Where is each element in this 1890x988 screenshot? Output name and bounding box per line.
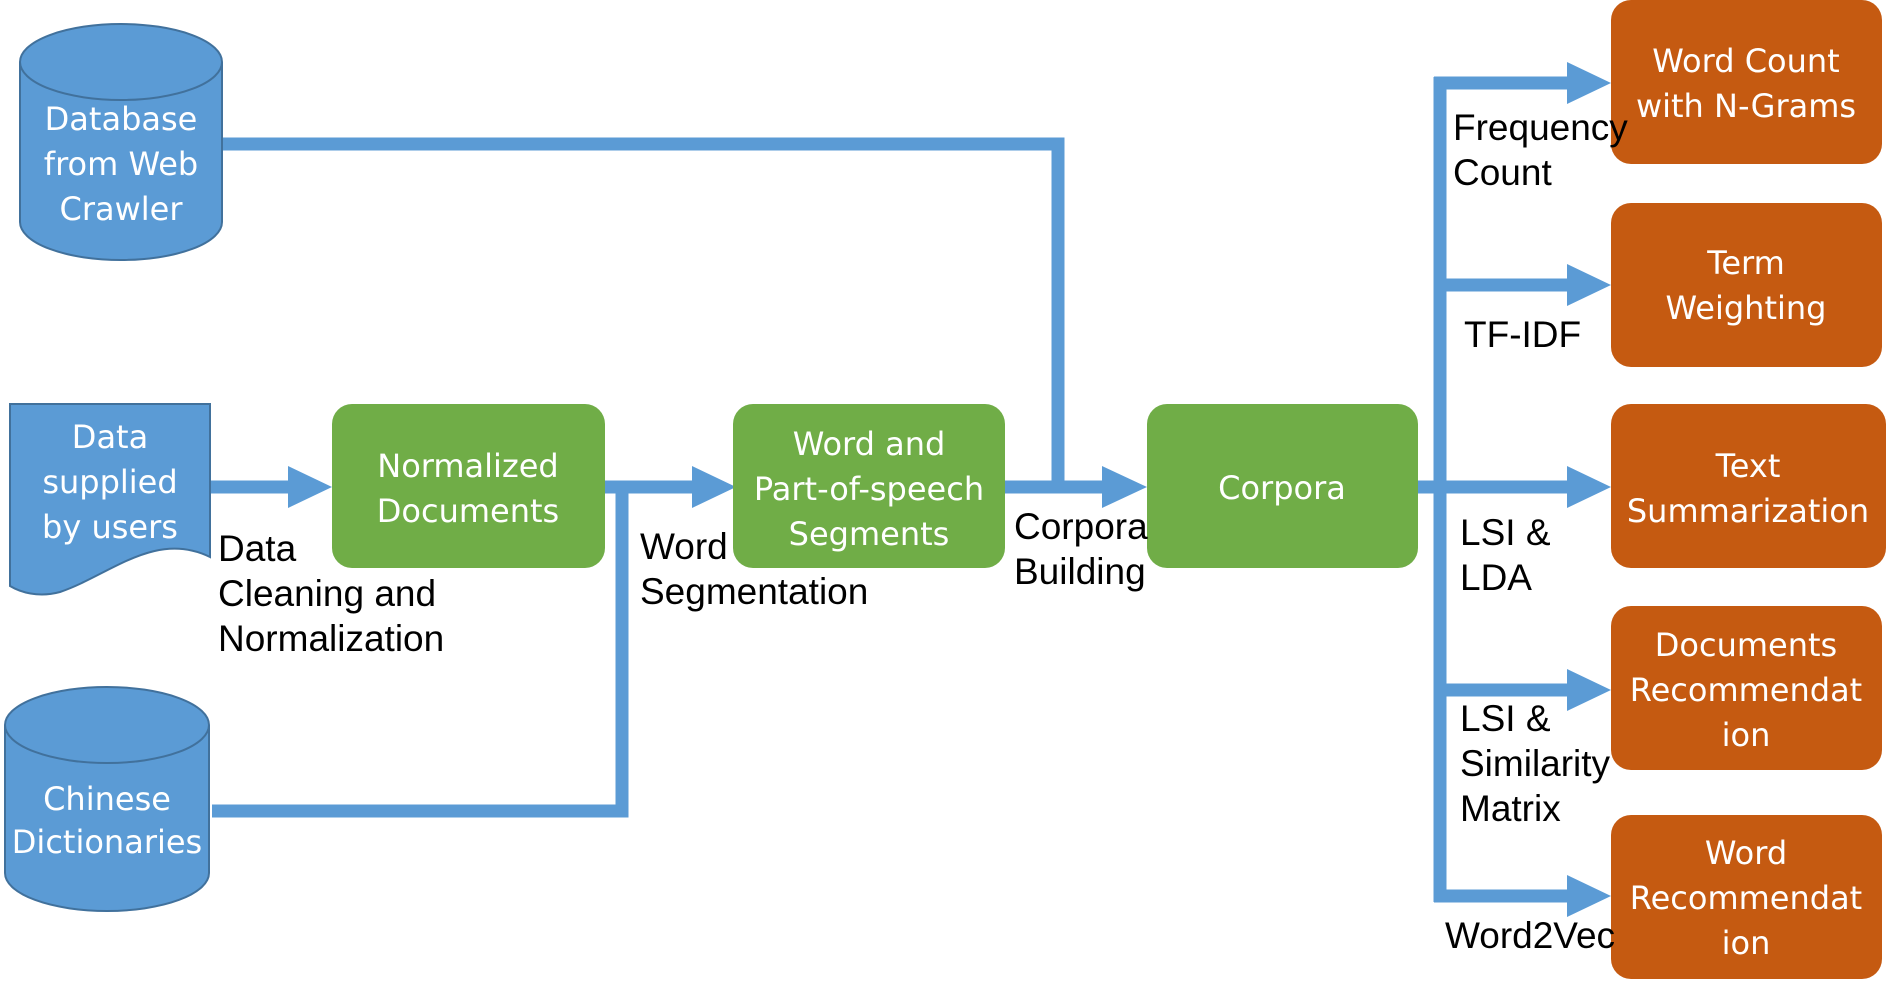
process-word-pos-segments: Word and Part-of-speech Segments [733, 404, 1005, 568]
arrowhead-word-recommendation [1567, 875, 1611, 917]
edge-label-lsi-similarity-line-3: Matrix [1460, 788, 1561, 829]
term-weighting-box [1611, 203, 1882, 367]
database-crawler-line-2: from Web [44, 145, 198, 183]
edge-label-cleaning-line-1: Data [218, 528, 297, 569]
database-cylinder-top-rim [19, 61, 223, 101]
word-count-box [1611, 0, 1882, 164]
source-database-crawler: Database from Web Crawler [19, 23, 223, 261]
database-cylinder-icon [19, 23, 223, 261]
process-normalized-documents: Normalized Documents [332, 404, 605, 568]
edge-label-cleaning-line-2: Cleaning and [218, 573, 436, 614]
corpora-label: Corpora [1218, 469, 1346, 507]
edge-label-cleaning-line-3: Normalization [218, 618, 444, 659]
edge-label-corpora-building-line-1: Corpora [1014, 506, 1148, 547]
arrowhead-term-weighting [1567, 264, 1611, 306]
source-user-data: Data supplied by users [9, 403, 211, 596]
output-term-weighting: Term Weighting [1611, 203, 1882, 367]
arrowheads [288, 62, 1611, 917]
output-documents-recommendation: Documents Recommendat ion [1611, 606, 1882, 770]
arrowhead-corpora [1102, 466, 1147, 508]
process-corpora: Corpora [1147, 404, 1418, 568]
word-pos-segments-box [733, 404, 1005, 568]
edge-label-lsi-lda-line-2: LDA [1460, 557, 1532, 598]
edge-label-lsi-similarity-line-1: LSI & [1460, 698, 1551, 739]
output-word-recommendation: Word Recommendat ion [1611, 815, 1882, 979]
word-count-line-2: with N-Grams [1636, 87, 1856, 125]
documents-recommendation-line-3: ion [1722, 716, 1771, 754]
documents-recommendation-line-1: Documents [1655, 626, 1837, 664]
dictionary-cylinder-top-rim [4, 724, 210, 764]
edge-label-frequency-line-1: Frequency [1453, 107, 1628, 148]
word-recommendation-box [1611, 815, 1882, 979]
arrowhead-summarization [1567, 466, 1611, 508]
connector-dictionaries-to-segments [212, 487, 629, 818]
database-crawler-line-3: Crawler [59, 190, 183, 228]
text-summarization-line-2: Summarization [1627, 492, 1869, 530]
word-recommendation-line-2: Recommendat [1630, 879, 1862, 917]
arrowhead-word-count [1567, 62, 1611, 104]
output-text-summarization: Text Summarization [1611, 404, 1886, 568]
dictionaries-line-2: Dictionaries [12, 823, 202, 861]
word-pos-segments-line-3: Segments [789, 515, 950, 553]
term-weighting-line-2: Weighting [1666, 289, 1827, 327]
normalized-documents-box [332, 404, 605, 568]
term-weighting-line-1: Term [1706, 244, 1785, 282]
dictionaries-line-1: Chinese [43, 780, 171, 818]
text-summarization-box [1611, 404, 1886, 568]
word-recommendation-line-1: Word [1705, 834, 1787, 872]
edge-label-corpora-building-line-2: Building [1014, 551, 1146, 592]
edge-label-segmentation-line-2: Segmentation [640, 571, 868, 612]
edge-label-tfidf: TF-IDF [1464, 314, 1581, 355]
edge-label-lsi-lda-line-1: LSI & [1460, 512, 1551, 553]
text-summarization-line-1: Text [1715, 447, 1781, 485]
user-data-line-1: Data [72, 418, 148, 456]
database-crawler-line-1: Database [45, 100, 198, 138]
corpora-box [1147, 404, 1418, 568]
edge-label-word2vec: Word2Vec [1445, 915, 1615, 956]
source-chinese-dictionaries: Chinese Dictionaries [4, 686, 210, 912]
word-pos-segments-line-2: Part-of-speech [754, 470, 984, 508]
arrowhead-normalized [288, 466, 332, 508]
normalized-documents-line-2: Documents [377, 492, 559, 530]
word-recommendation-line-3: ion [1722, 924, 1771, 962]
arrowhead-doc-recommendation [1567, 669, 1611, 711]
user-data-line-2: supplied [42, 463, 177, 501]
output-word-count: Word Count with N-Grams [1611, 0, 1882, 164]
document-shape-icon [9, 403, 211, 596]
word-pos-segments-line-1: Word and [793, 425, 946, 463]
user-data-line-3: by users [42, 508, 178, 546]
edge-label-lsi-similarity-line-2: Similarity [1460, 743, 1611, 784]
arrowhead-segments [692, 466, 736, 508]
dictionary-cylinder-icon [4, 686, 210, 912]
connector-crawler-to-corpora [222, 137, 1065, 488]
normalized-documents-line-1: Normalized [377, 447, 558, 485]
documents-recommendation-line-2: Recommendat [1630, 671, 1862, 709]
edge-labels: Data Cleaning and Normalization Word Seg… [218, 107, 1628, 956]
documents-recommendation-box [1611, 606, 1882, 770]
edge-label-frequency-line-2: Count [1453, 152, 1552, 193]
word-count-line-1: Word Count [1652, 42, 1839, 80]
edge-label-segmentation-line-1: Word [640, 526, 728, 567]
